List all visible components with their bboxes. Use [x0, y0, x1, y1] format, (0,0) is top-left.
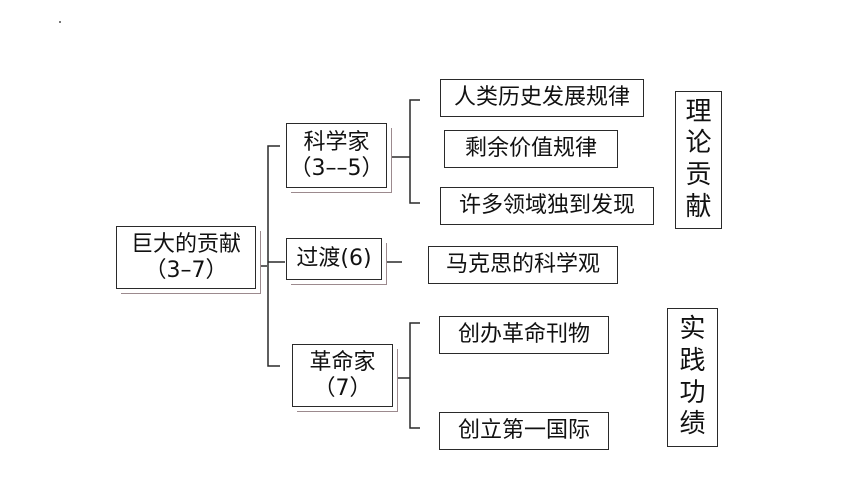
root-node-line2: （3–7） [144, 257, 228, 283]
scientist-bracket [409, 99, 420, 204]
revolutionary-bracket [409, 322, 420, 429]
branch-revolutionary-line2: （7） [313, 375, 372, 401]
branch-revolutionary-line1: 革命家 [309, 350, 376, 376]
branch-scientist-line2: （3––5） [289, 155, 384, 181]
side-label-practice-char: 践 [679, 345, 706, 376]
side-label-practice-char: 绩 [679, 409, 706, 440]
leaf-first-international-text: 创立第一国际 [457, 418, 590, 444]
branch-transition-label: 过渡(6) [296, 246, 372, 272]
side-label-practice-char: 功 [679, 377, 706, 408]
side-label-theory-char: 贡 [685, 160, 712, 190]
branch-transition: 过渡(6) [286, 238, 382, 280]
leaf-founding-publications-text: 创办革命刊物 [457, 322, 590, 348]
leaf-surplus-value-law-text: 剩余价值规律 [464, 136, 597, 162]
leaf-marx-science-view-text: 马克思的科学观 [445, 252, 600, 278]
leaf-many-discoveries-text: 许多领域独到发现 [458, 193, 635, 219]
side-label-theory-char: 献 [685, 191, 712, 222]
leaf-many-discoveries: 许多领域独到发现 [440, 187, 654, 225]
branch-revolutionary: 革命家 （7） [292, 344, 393, 407]
side-label-theory-char: 论 [685, 128, 712, 159]
side-label-theory-char: 理 [685, 96, 712, 127]
leaf-history-law: 人类历史发展规律 [440, 79, 644, 117]
leaf-marx-science-view: 马克思的科学观 [428, 246, 618, 284]
main-bracket [267, 145, 280, 367]
side-label-practice-char: 实 [679, 314, 706, 345]
leaf-surplus-value-law: 剩余价值规律 [444, 130, 618, 168]
side-label-theory: 理 论 贡 献 [675, 91, 722, 229]
leaf-history-law-text: 人类历史发展规律 [453, 85, 630, 111]
branch-scientist-line1: 科学家 [303, 130, 370, 156]
leaf-first-international: 创立第一国际 [439, 412, 609, 450]
stray-dot [59, 21, 61, 23]
side-label-practice: 实 践 功 绩 [667, 308, 718, 447]
branch-scientist: 科学家 （3––5） [286, 123, 387, 188]
leaf-founding-publications: 创办革命刊物 [439, 316, 609, 354]
root-node: 巨大的贡献 （3–7） [116, 226, 256, 289]
root-node-line1: 巨大的贡献 [130, 232, 241, 258]
